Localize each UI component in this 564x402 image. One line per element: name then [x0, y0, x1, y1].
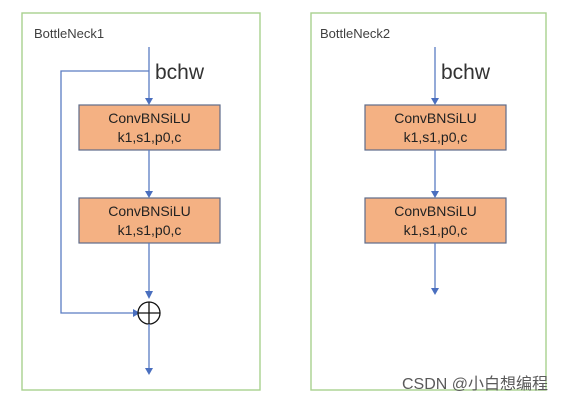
panel-bottleneck1-title: BottleNeck1 [34, 26, 104, 41]
arrow-into-block2 [145, 191, 153, 198]
panel-bottleneck2: BottleNeck2 bchw ConvBNSiLU k1,s1,p0,c C… [310, 12, 547, 391]
conv-block-1-name: ConvBNSiLU [108, 110, 190, 126]
panel-bottleneck2-frame [310, 12, 547, 391]
arrow-into-block2-2 [431, 191, 439, 198]
arrow-into-block1 [145, 98, 153, 105]
conv-block-1-params: k1,s1,p0,c [118, 129, 182, 145]
conv-block-2 [78, 197, 221, 244]
conv-block-1-2 [364, 104, 507, 151]
output-arrow-head-2 [431, 288, 439, 295]
panel-bottleneck1: BottleNeck1 bchw ConvBNSiLU k1,s1,p0,c C… [21, 12, 261, 391]
conv-block-1-2-name: ConvBNSiLU [394, 110, 476, 126]
watermark-text: CSDN @小白想编程 [402, 375, 548, 393]
panel-bottleneck2-input-label: bchw [441, 61, 491, 84]
conv-block-1 [78, 104, 221, 151]
panel-bottleneck1-frame [21, 12, 261, 391]
conv-block-2-params: k1,s1,p0,c [118, 222, 182, 238]
conv-block-2-2-name: ConvBNSiLU [394, 203, 476, 219]
conv-block-2-2 [364, 197, 507, 244]
shortcut-arrow-head [133, 309, 140, 317]
shortcut-connection [60, 70, 149, 314]
conv-block-2-name: ConvBNSiLU [108, 203, 190, 219]
conv-block-2-2-params: k1,s1,p0,c [404, 222, 468, 238]
conv-block-1-2-params: k1,s1,p0,c [404, 129, 468, 145]
arrow-into-block1-2 [431, 98, 439, 105]
panel-bottleneck2-title: BottleNeck2 [320, 26, 390, 41]
panel-bottleneck1-input-label: bchw [155, 61, 205, 84]
output-arrow-head [145, 368, 153, 375]
arrow-into-add [145, 291, 153, 299]
